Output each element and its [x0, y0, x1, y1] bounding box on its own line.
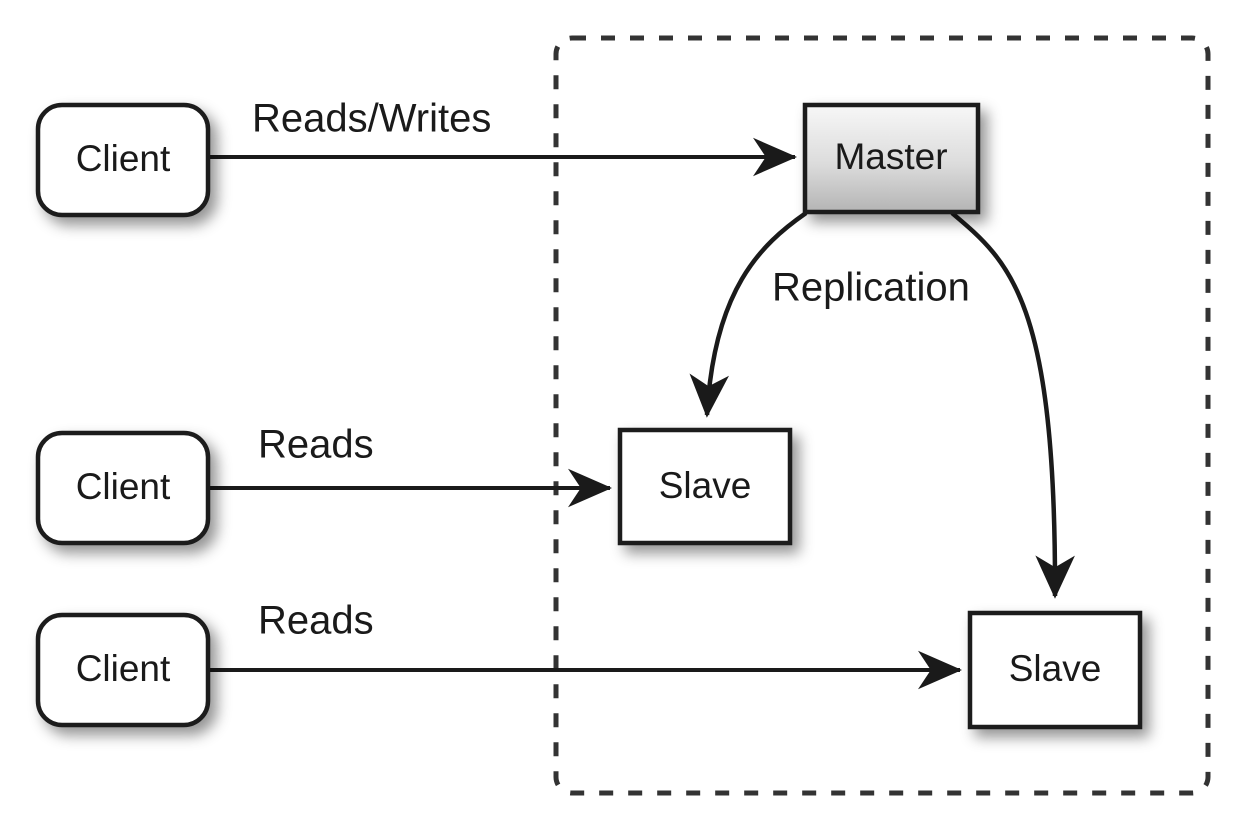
master-label: Master: [834, 136, 947, 177]
slave-1-label: Slave: [659, 465, 752, 506]
client-2-label: Client: [76, 466, 171, 507]
slave-2-shape: [967, 610, 1143, 730]
node-client-2[interactable]: Client: [35, 430, 211, 546]
edge-label-reads-writes: Reads/Writes: [252, 97, 491, 141]
client-1-label: Client: [76, 138, 171, 179]
node-client-1[interactable]: Client: [35, 102, 211, 218]
edge-master-slave2: [950, 211, 1075, 599]
node-master[interactable]: Master: [802, 102, 981, 215]
node-slave-2[interactable]: Slave: [967, 610, 1143, 730]
node-slave-1[interactable]: Slave: [617, 427, 793, 546]
client-3-label: Client: [76, 648, 171, 689]
client-3-shape: [35, 612, 211, 728]
node-client-3[interactable]: Client: [35, 612, 211, 728]
client-2-shape: [35, 430, 211, 546]
slave-1-shape: [617, 427, 793, 546]
edge-master-slave1: [689, 211, 808, 418]
edge-label-replication: Replication: [772, 266, 970, 310]
edge-label-reads-1: Reads: [258, 423, 374, 467]
master-shape: [802, 102, 981, 215]
edge-label-reads-2: Reads: [258, 599, 374, 643]
slave-2-label: Slave: [1009, 648, 1102, 689]
client-1-shape: [35, 102, 211, 218]
